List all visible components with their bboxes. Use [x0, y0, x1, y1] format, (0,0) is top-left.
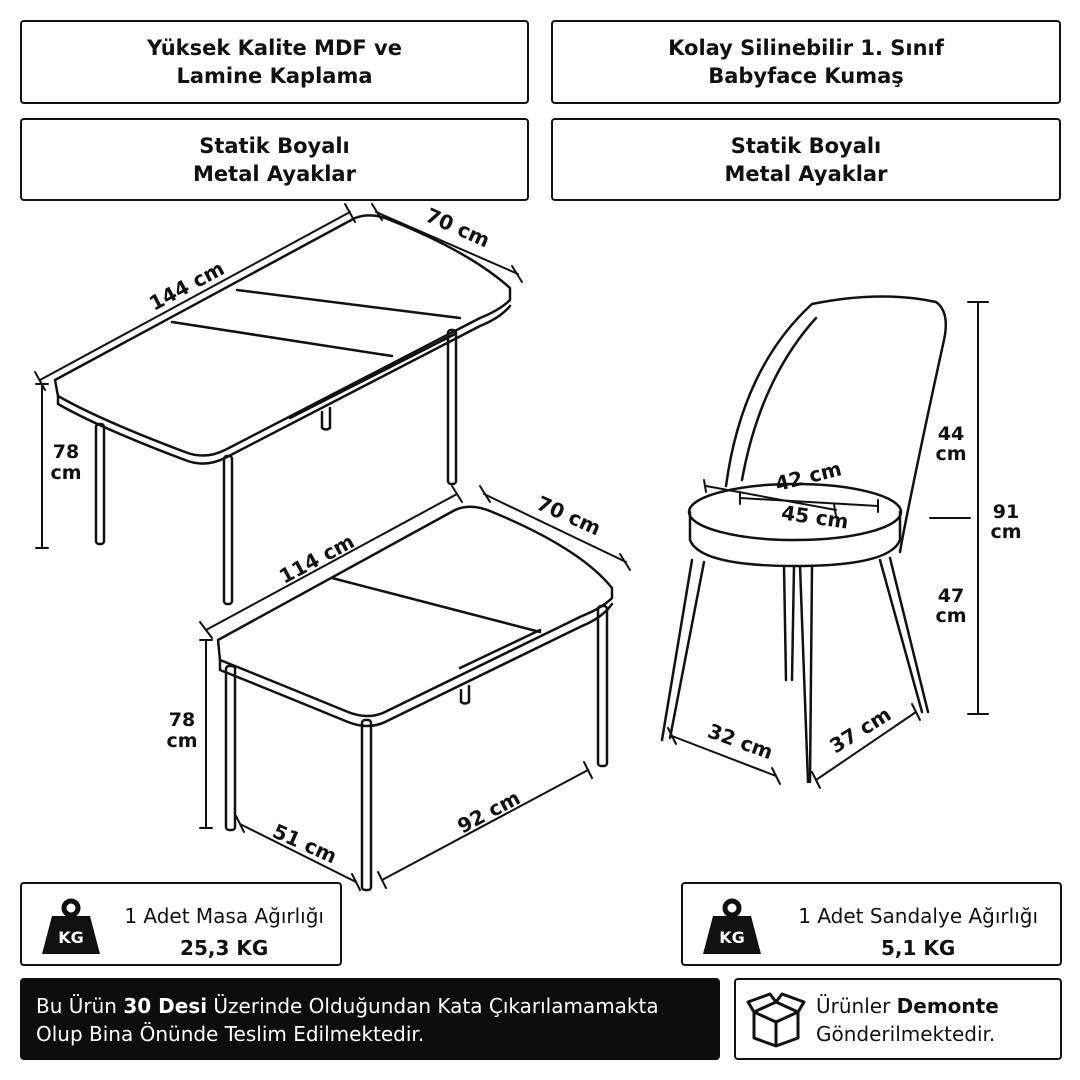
open-table: [53, 214, 512, 606]
demonte-pre: Ürünler: [816, 994, 897, 1018]
feature-chair-legs-line1: Statik Boyalı: [730, 133, 882, 158]
chair-back-height-number: 44: [938, 423, 964, 445]
chair-total-height-unit: cm: [990, 521, 1021, 543]
feature-chair-fabric: Kolay Silinebilir 1. Sınıf Babyface Kuma…: [551, 20, 1061, 104]
chair-back-height-unit: cm: [935, 443, 966, 465]
demonte-post: Gönderilmektedir.: [816, 1022, 996, 1046]
feature-chair-legs-line2: Metal Ayaklar: [724, 161, 888, 186]
demonte-text: Ürünler Demonte Gönderilmektedir.: [816, 992, 999, 1048]
feature-chair-fabric-line1: Kolay Silinebilir 1. Sınıf: [668, 36, 944, 60]
feature-table-legs-line1: Statik Boyalı: [199, 133, 350, 158]
dimension-lines: [34, 203, 989, 891]
notice-post: Üzerinde Olduğundan Kata Çıkarılamamakta…: [36, 994, 659, 1046]
chair-seat-outer-label: 45 cm: [780, 500, 850, 533]
chair-seat-height-unit: cm: [935, 605, 966, 627]
table-weight-box: KG 1 Adet Masa Ağırlığı 25,3 KG: [20, 882, 342, 966]
chair-weight-value: 5,1 KG: [880, 936, 956, 960]
feature-table-legs: Statik Boyalı Metal Ayaklar: [20, 118, 529, 201]
feature-table-top: Yüksek Kalite MDF ve Lamine Kaplama: [20, 20, 529, 104]
open-table-height-unit: cm: [50, 462, 81, 484]
delivery-notice: Bu Ürün 30 Desi Üzerinde Olduğundan Kata…: [20, 978, 720, 1060]
feature-table-legs-line2: Metal Ayaklar: [193, 161, 356, 186]
notice-desi: 30 Desi: [123, 994, 208, 1018]
chair-weight-box: KG 1 Adet Sandalye Ağırlığı 5,1 KG: [681, 882, 1062, 966]
weight-kg-icon: KG: [703, 898, 761, 954]
closed-table-height-number: 78: [169, 709, 195, 731]
closed-table-width-label: 70 cm: [533, 491, 604, 540]
kg-icon-text: KG: [719, 928, 745, 947]
closed-table-height-unit: cm: [166, 730, 197, 752]
open-box-icon: [746, 992, 806, 1048]
chair: [660, 295, 947, 784]
notice-pre: Bu Ürün: [36, 994, 124, 1018]
chair-seat-inner-label: 42 cm: [773, 456, 844, 496]
open-table-width-label: 70 cm: [422, 203, 493, 252]
kg-icon-text: KG: [58, 928, 84, 947]
demonte-box: Ürünler Demonte Gönderilmektedir.: [734, 978, 1062, 1060]
chair-weight-label: 1 Adet Sandalye Ağırlığı: [798, 904, 1038, 928]
open-table-height-number: 78: [53, 441, 79, 463]
closed-table: [216, 505, 614, 892]
feature-chair-legs: Statik Boyalı Metal Ayaklar: [551, 118, 1061, 201]
weight-kg-icon: KG: [42, 898, 100, 954]
table-weight-value: 25,3 KG: [180, 936, 269, 960]
closed-table-leg-span-short-label: 51 cm: [269, 819, 340, 868]
chair-weight-text: 1 Adet Sandalye Ağırlığı 5,1 KG: [798, 900, 1038, 964]
demonte-bold: Demonte: [896, 994, 999, 1018]
table-weight-text: 1 Adet Masa Ağırlığı 25,3 KG: [124, 900, 324, 964]
closed-table-leg-span-long-label: 92 cm: [453, 785, 524, 838]
chair-total-height-number: 91: [993, 501, 1019, 523]
chair-seat-height-number: 47: [938, 585, 964, 607]
table-weight-label: 1 Adet Masa Ağırlığı: [124, 904, 324, 928]
feature-table-top-line2: Lamine Kaplama: [176, 64, 373, 88]
feature-table-top-line1: Yüksek Kalite MDF ve: [147, 36, 402, 60]
feature-chair-fabric-line2: Babyface Kumaş: [708, 64, 904, 88]
closed-table-length-label: 114 cm: [275, 529, 358, 588]
chair-leg-front-label: 32 cm: [705, 719, 777, 765]
